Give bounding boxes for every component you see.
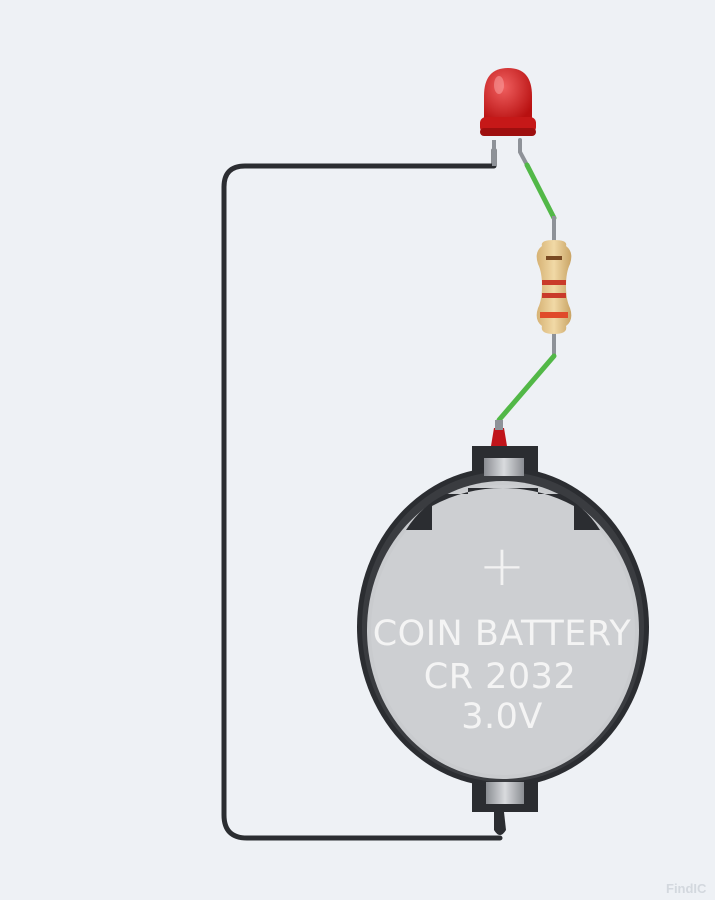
resistor[interactable]	[536, 216, 572, 356]
watermark: FindIC	[666, 881, 707, 896]
led-dome	[484, 68, 532, 122]
resistor-band-3	[542, 293, 566, 298]
resistor-band-4	[540, 312, 568, 318]
led[interactable]	[480, 68, 536, 167]
holder-top-clip	[406, 488, 600, 530]
led-anode-lead	[518, 138, 529, 167]
wire-resistor-to-battery	[496, 353, 557, 423]
battery-label-line2: CR 2032	[424, 657, 576, 697]
return-wire	[221, 147, 503, 841]
battery-label-line1: COIN BATTERY	[373, 614, 632, 654]
positive-symbol: +	[479, 534, 526, 599]
top-contact	[484, 458, 524, 476]
negative-terminal	[494, 812, 506, 835]
battery-label-line3: 3.0V	[461, 697, 543, 737]
positive-terminal-connector	[491, 428, 507, 446]
resistor-band-2	[542, 280, 566, 285]
resistor-band-1	[546, 256, 562, 260]
coin-battery-holder[interactable]: + COIN BATTERY CR 2032 3.0V	[357, 420, 649, 835]
resistor-body	[536, 240, 572, 334]
wire-led-to-resistor	[524, 162, 557, 221]
bottom-contact	[486, 782, 524, 804]
